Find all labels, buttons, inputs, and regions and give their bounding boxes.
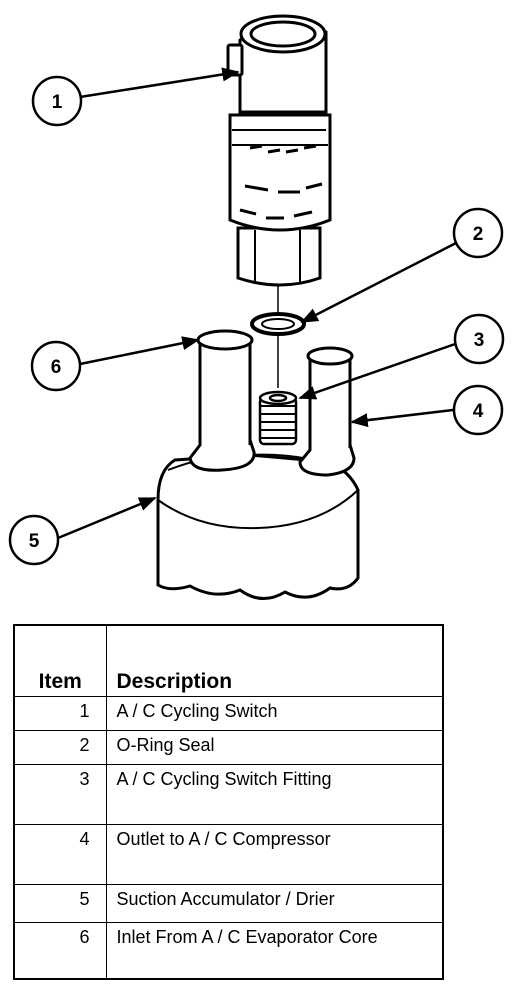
inlet-pipe xyxy=(188,329,256,472)
item-number: 6 xyxy=(13,922,107,980)
item-description: A / C Cycling Switch xyxy=(105,696,444,731)
item-description: Suction Accumulator / Drier xyxy=(105,884,444,923)
table-header-row: Item Description xyxy=(13,624,444,697)
table-row: 4 Outlet to A / C Compressor xyxy=(13,824,444,885)
callout-3: 3 xyxy=(453,313,505,365)
description-column-header: Description xyxy=(105,624,444,697)
svg-text:6: 6 xyxy=(51,357,62,378)
svg-text:5: 5 xyxy=(29,531,40,552)
exploded-view-illustration: 1 2 3 4 5 6 xyxy=(8,14,505,600)
callout-6: 6 xyxy=(30,340,82,392)
item-number: 4 xyxy=(13,824,107,885)
svg-text:3: 3 xyxy=(474,330,485,351)
switch-fitting xyxy=(258,390,298,446)
leader-lines xyxy=(57,67,459,540)
item-number: 1 xyxy=(13,696,107,731)
item-column-header: Item xyxy=(13,624,107,697)
table-row: 2 O-Ring Seal xyxy=(13,730,444,765)
svg-text:2: 2 xyxy=(473,224,484,245)
table-row: 3 A / C Cycling Switch Fitting xyxy=(13,764,444,825)
table-row: 5 Suction Accumulator / Drier xyxy=(13,884,444,923)
table-row: 1 A / C Cycling Switch xyxy=(13,696,444,731)
item-description: O-Ring Seal xyxy=(105,730,444,765)
parts-legend-table: Item Description 1 A / C Cycling Switch … xyxy=(13,624,444,980)
item-number: 2 xyxy=(13,730,107,765)
svg-text:1: 1 xyxy=(52,92,63,113)
cycling-switch xyxy=(226,14,332,287)
o-ring xyxy=(250,312,306,336)
item-number: 5 xyxy=(13,884,107,923)
item-description: Inlet From A / C Evaporator Core xyxy=(105,922,444,980)
callout-1: 1 xyxy=(31,75,83,127)
callout-2: 2 xyxy=(452,207,504,259)
callout-5: 5 xyxy=(8,514,60,566)
item-description: A / C Cycling Switch Fitting xyxy=(105,764,444,825)
item-number: 3 xyxy=(13,764,107,825)
svg-text:4: 4 xyxy=(473,401,484,422)
item-description: Outlet to A / C Compressor xyxy=(105,824,444,885)
outlet-pipe xyxy=(298,346,356,477)
callout-4: 4 xyxy=(452,384,504,436)
table-row: 6 Inlet From A / C Evaporator Core xyxy=(13,922,444,980)
